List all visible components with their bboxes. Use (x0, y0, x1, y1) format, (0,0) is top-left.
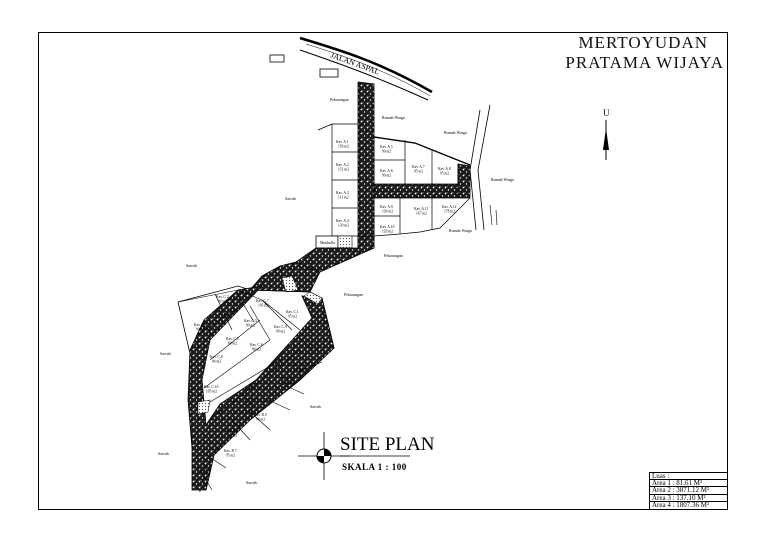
surrounding-labels: Pekarangan Rumah Warga Rumah Warga Rumah… (158, 97, 514, 485)
lot-area: 90 m2 (284, 382, 293, 386)
svg-text:U: U (603, 108, 610, 118)
svg-text:Sawah: Sawah (246, 480, 257, 485)
svg-text:Sawah: Sawah (310, 404, 321, 409)
lot-area: 130 m2 (382, 210, 393, 214)
lot-name: Kav. C.10 (204, 385, 219, 389)
project-title-line2: PRATAMA WIJAYA (565, 53, 724, 72)
lot-area: 95 m2 (440, 172, 449, 176)
north-arrow: U (603, 108, 610, 160)
lot-name: Kav. C.9 (274, 325, 287, 329)
lot-name: Kav. A.11 (414, 207, 429, 211)
lot-area: 90 m2 (276, 330, 285, 334)
svg-text:Pekarangan: Pekarangan (330, 97, 349, 102)
lot-name: Kav. A.3 (336, 191, 349, 195)
svg-text:Musholla: Musholla (320, 240, 335, 245)
lots-block-bc (177, 289, 323, 491)
svg-text:Pekarangan: Pekarangan (344, 292, 363, 297)
lot-name: Kav. B.6 (226, 429, 239, 433)
svg-text:Rumah Warga: Rumah Warga (444, 130, 467, 135)
lot-name: Kav. B.1 (306, 343, 319, 347)
lot-area: 84 m2 (212, 360, 221, 364)
site-plan-title: SITE PLAN (340, 434, 435, 455)
lot-name: Kav. A.7 (412, 165, 425, 169)
internal-road-lower (187, 285, 335, 491)
lot-name: Kav. A.9 (380, 205, 393, 209)
lot-area: 80 m2 (252, 348, 261, 352)
lot-name: Kav. A.6 (380, 169, 393, 173)
lot-area: 105 m2 (258, 304, 269, 308)
lot-name: Kav. C.6 (250, 343, 263, 347)
svg-text:Rumah Warga: Rumah Warga (491, 177, 514, 182)
lot-name: Kav. B.7 (224, 449, 237, 453)
lot-area: 90 m2 (246, 402, 255, 406)
lot-name: Kav. C.4 (194, 323, 207, 327)
lot-area: 130 m2 (338, 224, 349, 228)
lot-area: 90 m2 (382, 150, 391, 154)
lot-name: Kav. B.4 (244, 397, 257, 401)
lot-area: 90 m2 (294, 368, 303, 372)
svg-text:Sawah: Sawah (158, 451, 169, 456)
lot-area: 95 m2 (414, 170, 423, 174)
lot-area: 95 m2 (228, 434, 237, 438)
lot-name: Kav. A.2 (336, 163, 349, 167)
lot-area: 105 m2 (308, 348, 319, 352)
svg-text:Sawah: Sawah (186, 263, 197, 268)
lot-area: 90 m2 (196, 328, 205, 332)
lot-area: 90 m2 (382, 174, 391, 178)
lot-area: 90 m2 (246, 324, 255, 328)
project-title-line1: MERTOYUDAN (578, 33, 708, 52)
svg-text:Sawah: Sawah (285, 196, 296, 201)
svg-text:Pekarangan: Pekarangan (384, 253, 403, 258)
compass-symbol (298, 432, 410, 480)
svg-text:Rumah Warga: Rumah Warga (382, 115, 405, 120)
small-structure (269, 54, 285, 63)
lot-area: 90 m2 (256, 418, 265, 422)
lot-area: 95 m2 (226, 454, 235, 458)
lot-name: Kav. A.5 (380, 145, 393, 149)
svg-text:Sawah: Sawah (160, 351, 171, 356)
area-table-header: Luas : (650, 473, 727, 481)
lot-name: Kav. A.1 (336, 140, 349, 144)
area-table: Luas : Area 1 : 81.61 M² Area 2 : 3871.1… (649, 472, 728, 510)
lot-name: Kav. B.3 (282, 377, 295, 381)
lot-area: 178 m2 (444, 210, 455, 214)
lot-name: Kav. C.5 (226, 337, 239, 341)
lot-name: Kav. C.3 (244, 319, 257, 323)
lot-area: 150 m2 (338, 145, 349, 149)
lot-name: Kav. B.5 (254, 413, 267, 417)
area-row: Area 3 : 137.10 M² (650, 495, 727, 502)
lot-name: Kav. C.8 (210, 355, 223, 359)
small-structure (319, 68, 339, 78)
lot-area: 151 m2 (338, 168, 349, 172)
scale-label: SKALA 1 : 100 (342, 462, 407, 472)
lot-name: Kav. A.10 (380, 225, 395, 229)
lot-area: 105 m2 (206, 390, 217, 394)
lot-area: 95 m2 (288, 315, 297, 319)
lot-area: 120 m2 (382, 230, 393, 234)
lot-area: 167 m2 (416, 212, 427, 216)
lot-area: 105 m2 (199, 472, 210, 476)
lot-name: Kav. A.12 (442, 205, 457, 209)
svg-text:Rumah Warga: Rumah Warga (449, 228, 472, 233)
drawing-frame (38, 32, 728, 510)
lot-name: Kav. B.2 (292, 363, 305, 367)
lot-area: 111 m2 (338, 196, 349, 200)
lot-name: Kav. C.2 (216, 295, 229, 299)
lot-area: 84 m2 (218, 300, 227, 304)
area-row: Area 1 : 81.61 M² (650, 480, 727, 488)
lot-name: Kav. A.4 (336, 219, 349, 223)
area-row: Area 2 : 3871.12 M² (650, 487, 727, 495)
lot-name: Kav. C.1 (286, 310, 299, 314)
lot-name: Kav. A.8 (438, 167, 451, 171)
lot-area: 80 m2 (228, 342, 237, 346)
area-row: Area 4 : 1807.36 M² (652, 501, 710, 509)
lot-name: Kav. B.8 (197, 467, 210, 471)
lot-name: Kav. C.7 (256, 299, 269, 303)
